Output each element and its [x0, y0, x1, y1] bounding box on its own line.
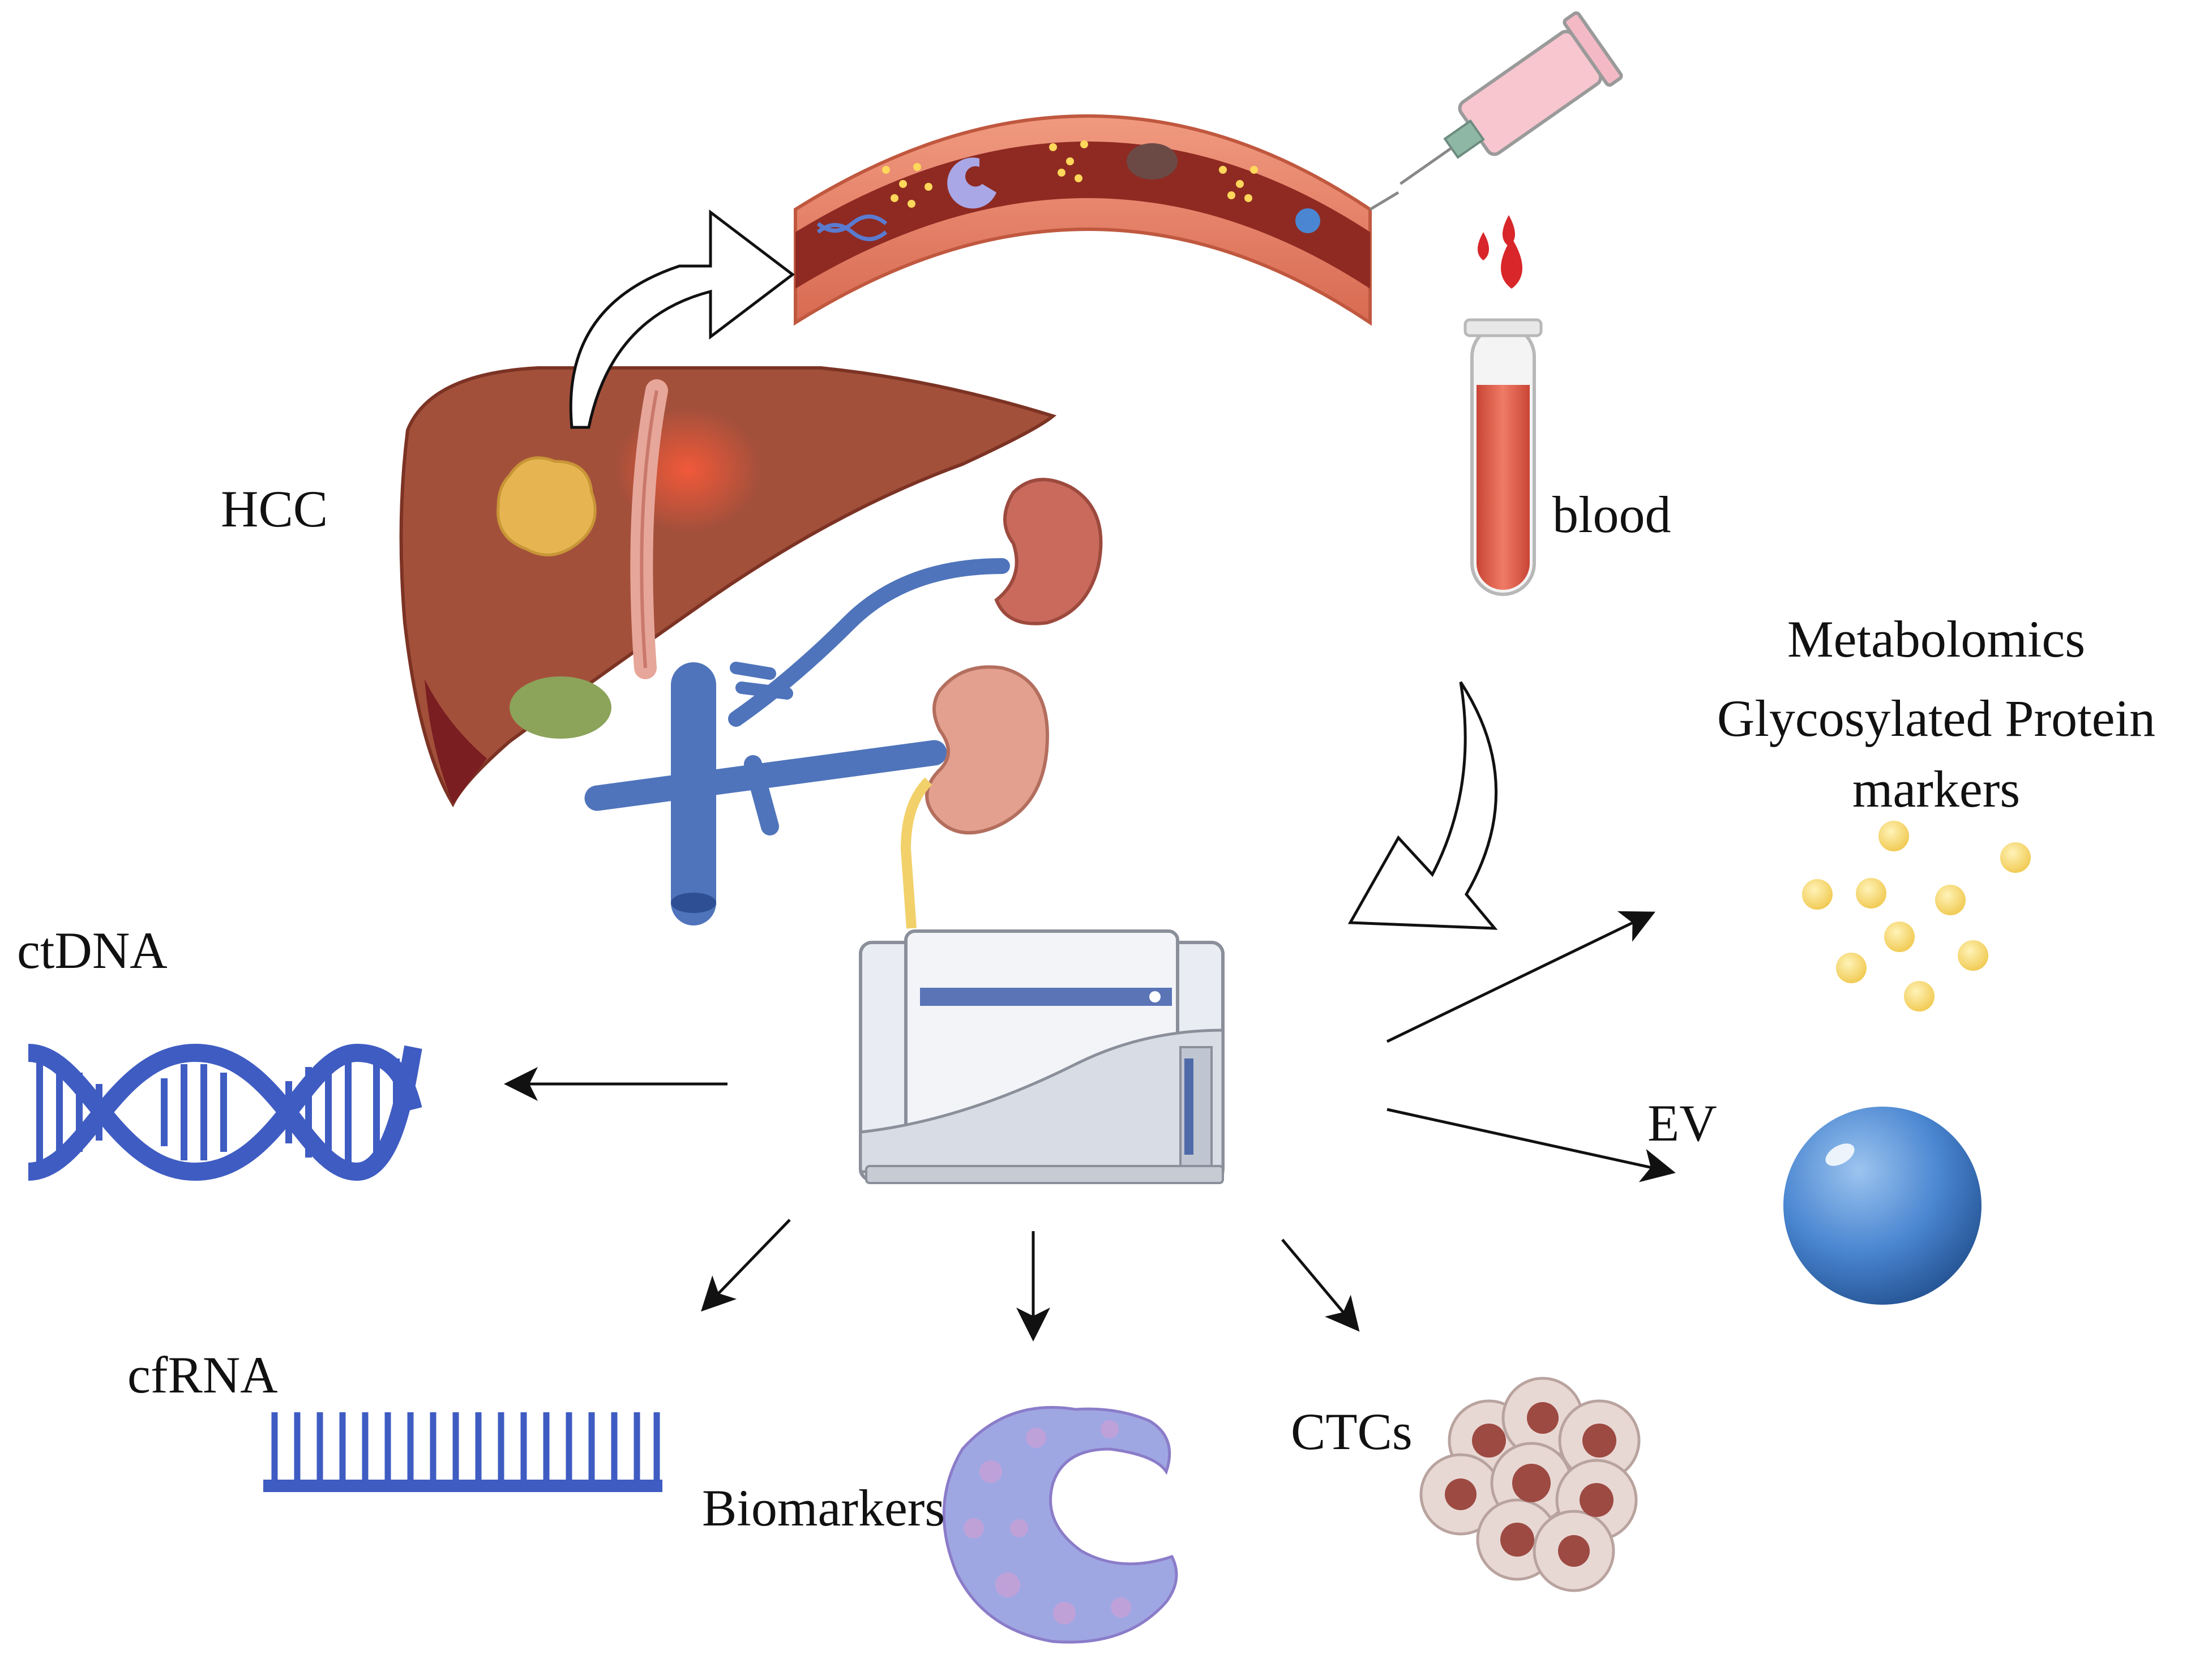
vessel-ev-icon — [1295, 208, 1320, 233]
label-glycosylated-protein: Glycosylated Protein — [1717, 689, 2155, 747]
metabolite-dots-icon — [1802, 821, 2031, 1012]
blood-drops-icon — [1478, 215, 1522, 289]
vessel-metabolite-dots — [882, 140, 1258, 208]
syringe-icon — [1400, 11, 1623, 185]
vesicle-sphere-icon — [1783, 1107, 1982, 1305]
label-ctdna: ctDNA — [17, 922, 168, 979]
rna-comb-icon — [263, 1412, 662, 1492]
liver-icon — [399, 366, 1057, 808]
tumor-icon — [497, 456, 597, 556]
arrow-to-cfrna — [701, 1219, 791, 1312]
label-ev: EV — [1647, 1094, 1717, 1152]
label-ctcs: CTCs — [1291, 1403, 1413, 1460]
output-arrows — [504, 911, 1676, 1342]
label-markers: markers — [1852, 760, 2020, 818]
vein-icon — [584, 558, 1010, 925]
label-metabolomics: Metabolomics — [1787, 610, 2085, 668]
label-biomarkers: Biomarkers — [702, 1479, 945, 1537]
dna-helix-icon — [27, 1043, 422, 1181]
vessel-protein-icon — [947, 157, 996, 209]
tumor-cells-icon — [1419, 1377, 1641, 1592]
kidney-icon — [900, 478, 1103, 929]
blood-vessel-icon — [794, 114, 1372, 326]
arrow-to-metabolomics — [1386, 911, 1656, 1043]
liver-to-vessel-arrow — [569, 209, 795, 429]
blood-tube-icon — [1463, 318, 1543, 596]
label-hcc: HCC — [221, 480, 328, 538]
vessel-dna-icon — [816, 215, 888, 241]
arrow-to-ctcs — [1281, 1238, 1360, 1332]
tube-to-analyzer-arrow — [1347, 681, 1498, 930]
gallbladder-icon — [510, 676, 611, 739]
protein-icon — [942, 1405, 1178, 1644]
analyzer-machine-icon — [859, 929, 1225, 1184]
arrow-to-ev — [1386, 1108, 1676, 1182]
label-cfrna: cfRNA — [127, 1346, 278, 1404]
vessel-cell-cluster-icon — [1127, 143, 1178, 179]
label-blood: blood — [1552, 486, 1671, 543]
